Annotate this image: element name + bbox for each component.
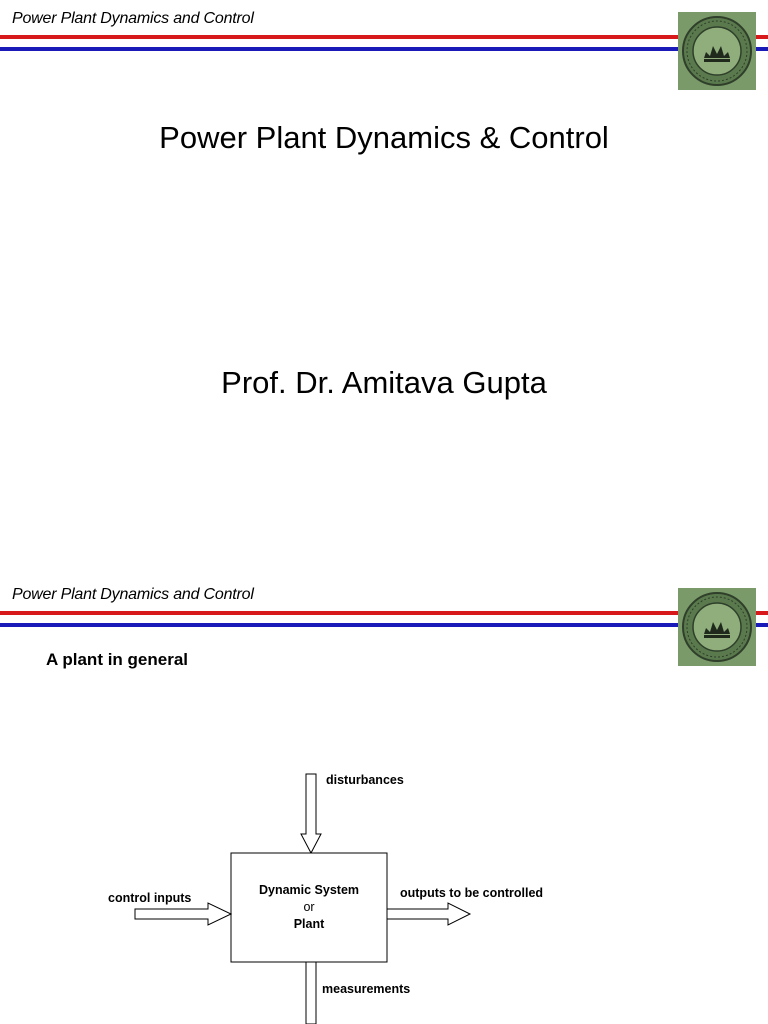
header-title: Power Plant Dynamics and Control <box>12 10 254 27</box>
header-red-rule-right <box>754 611 768 615</box>
outputs-arrow <box>386 902 472 926</box>
plant-block-diagram: disturbances Dynamic System or Plant con… <box>108 773 543 1024</box>
header-blue-rule-right <box>754 47 768 51</box>
university-seal-icon <box>678 588 756 666</box>
outputs-label: outputs to be controlled <box>400 886 543 900</box>
control-inputs-arrow <box>134 902 233 926</box>
plant-slide: Power Plant Dynamics and Control A plant… <box>0 576 768 1024</box>
header-red-rule <box>0 611 680 615</box>
header-title: Power Plant Dynamics and Control <box>12 586 254 603</box>
disturbances-label: disturbances <box>326 773 404 787</box>
control-inputs-label: control inputs <box>108 891 191 905</box>
header-blue-rule <box>0 623 680 627</box>
slide-author: Prof. Dr. Amitava Gupta <box>221 365 547 400</box>
box-text-plant: Plant <box>294 917 325 931</box>
header-red-rule-right <box>754 35 768 39</box>
measurements-arrow <box>305 961 317 1024</box>
slide-title: Power Plant Dynamics & Control <box>159 120 609 155</box>
university-seal-icon <box>678 12 756 90</box>
header-blue-rule-right <box>754 623 768 627</box>
box-text-dynamic-system: Dynamic System <box>259 883 359 897</box>
disturbances-arrow <box>300 773 322 855</box>
box-text-or: or <box>303 900 314 914</box>
title-slide: Power Plant Dynamics and Control Power P… <box>0 10 768 400</box>
slide-heading: A plant in general <box>46 650 189 669</box>
header-red-rule <box>0 35 680 39</box>
measurements-label: measurements <box>322 982 410 996</box>
header-blue-rule <box>0 47 680 51</box>
